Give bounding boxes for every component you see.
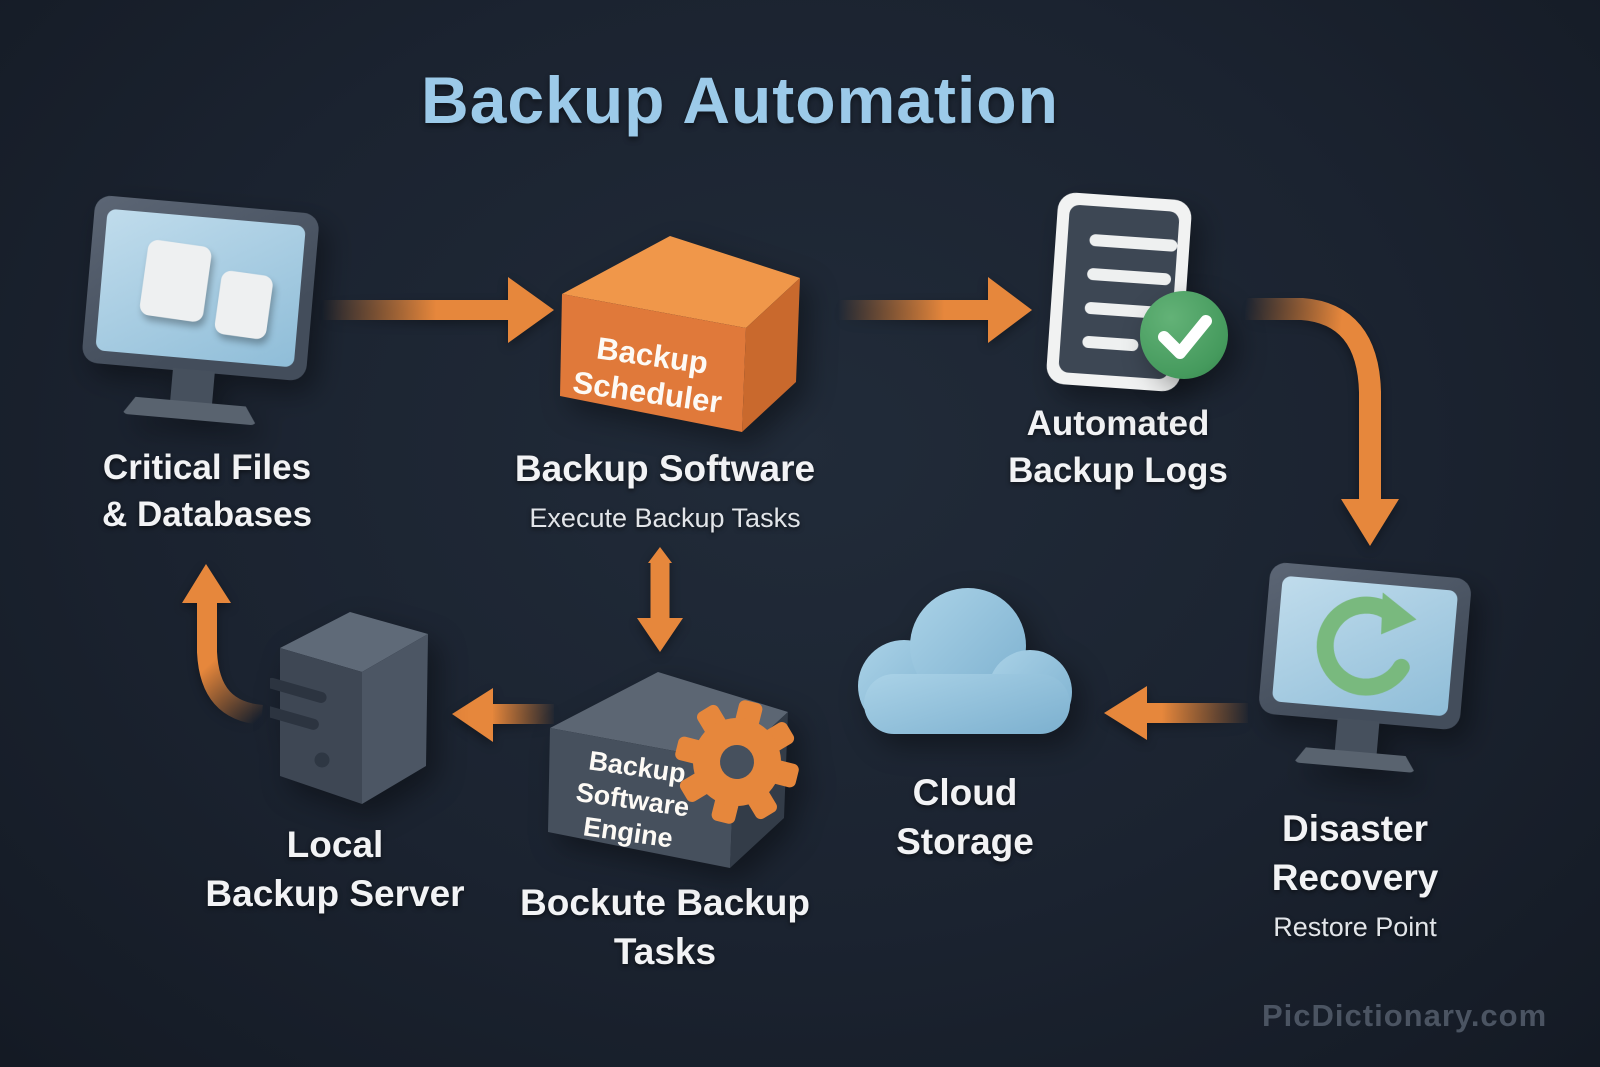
arrow-software-to-engine <box>637 547 683 652</box>
backup-logs-label: Automated Backup Logs <box>968 400 1268 494</box>
monitor-refresh-icon <box>1254 561 1473 777</box>
label-line: Storage <box>896 821 1034 862</box>
label-line: Backup Software <box>514 448 816 489</box>
label-line: Cloud <box>912 772 1018 813</box>
backup-software-label: Backup Software Execute Backup Tasks <box>490 444 840 534</box>
text-line <box>1089 233 1178 252</box>
diagram-title: Backup Automation <box>421 63 1059 137</box>
label-line: Tasks <box>613 931 717 972</box>
file-icon <box>138 238 213 323</box>
arrow-server-to-files <box>182 564 264 725</box>
watermark: PicDictionary.com <box>1262 998 1548 1033</box>
arrow-recovery-to-cloud <box>1104 686 1248 740</box>
label-line: Critical Files <box>102 448 312 487</box>
arrow-files-to-scheduler <box>322 277 554 343</box>
file-icon <box>213 269 274 341</box>
label-line: Local <box>286 824 384 865</box>
disaster-recovery-label: Disaster Recovery Restore Point <box>1205 804 1505 943</box>
monitor-screen <box>1271 575 1459 717</box>
label-line: & Databases <box>101 495 313 534</box>
monitor-stand <box>1334 717 1380 754</box>
monitor-stand <box>169 367 215 404</box>
label-subline: Execute Backup Tasks <box>529 503 801 533</box>
server-tower-icon <box>270 612 428 804</box>
arrow-scheduler-to-logs <box>838 277 1032 343</box>
local-server-label: Local Backup Server <box>185 820 485 918</box>
dark-cube-gear-icon: BackupSoftwareEngine <box>548 672 799 868</box>
label-line: Disaster <box>1281 808 1429 849</box>
monitor-documents-icon <box>77 194 320 430</box>
critical-files-label: Critical Files & Databases <box>52 444 362 538</box>
cloud-icon <box>858 588 1072 734</box>
arrow-engine-to-server <box>452 688 554 742</box>
monitor-frame <box>1257 561 1473 731</box>
arrow-logs-to-recovery <box>1245 298 1399 546</box>
label-line: Backup Logs <box>1008 451 1228 490</box>
monitor-frame <box>81 194 320 382</box>
checkmark-icon <box>1140 291 1228 379</box>
text-line <box>1086 267 1172 286</box>
label-line: Recovery <box>1271 857 1439 898</box>
label-line: Bockute Backup <box>520 882 810 923</box>
monitor-screen <box>95 208 306 368</box>
text-line <box>1082 335 1139 352</box>
refresh-icon <box>1316 592 1417 696</box>
orange-cube-icon: BackupScheduler <box>560 236 800 432</box>
backup-engine-label: Bockute Backup Tasks <box>495 878 835 976</box>
label-subline: Restore Point <box>1273 912 1437 942</box>
cloud-storage-label: Cloud Storage <box>815 768 1115 866</box>
label-line: Automated <box>1026 404 1210 443</box>
gear-icon <box>675 700 799 824</box>
label-line: Backup Server <box>205 873 465 914</box>
